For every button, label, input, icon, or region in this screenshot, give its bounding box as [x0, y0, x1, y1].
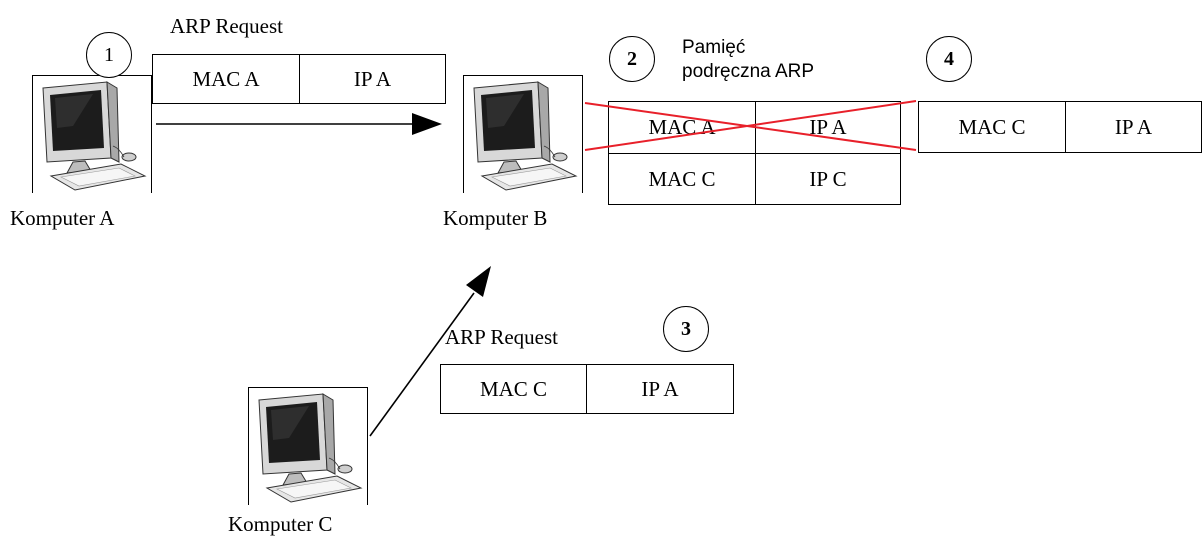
request-1-packet: MAC A IP A: [152, 54, 446, 104]
request-1-mac: MAC A: [192, 66, 260, 91]
step-4-number: 4: [944, 47, 954, 70]
entry-4-mac: MAC C: [958, 114, 1026, 139]
cache-row: MAC C IP C: [609, 153, 900, 204]
request-3-ip: IP A: [586, 365, 733, 413]
step-2-circle: 2: [609, 36, 655, 82]
step-2-number: 2: [627, 47, 637, 70]
entry-4-ip: IP A: [1065, 102, 1201, 152]
entry-4-packet: MAC C IP A: [918, 101, 1202, 153]
cache-row-2-ip: IP C: [755, 154, 900, 204]
step-1-number: 1: [104, 43, 114, 66]
computer-c-label: Komputer C: [228, 512, 333, 536]
step-4-circle: 4: [926, 36, 972, 82]
step-3-circle: 3: [663, 306, 709, 352]
request-1-title: ARP Request: [170, 14, 283, 38]
computer-icon: [42, 81, 147, 191]
cache-title-line2: podręczna ARP: [682, 61, 815, 82]
computer-icon: [473, 81, 578, 191]
cache-title-line1: Pamięć: [682, 37, 746, 58]
computer-a: [32, 75, 152, 193]
computer-a-label: Komputer A: [10, 206, 115, 230]
request-3-title: ARP Request: [445, 325, 558, 349]
computer-b: [463, 75, 583, 193]
cache-row-1-mac: MAC A: [648, 115, 716, 139]
cache-row-2-mac: MAC C: [648, 166, 716, 191]
request-3-packet: MAC C IP A: [440, 364, 734, 414]
arrow-a-to-b: [156, 113, 442, 135]
arp-cache-table: MAC A IP A MAC C IP C: [608, 101, 901, 205]
cache-row-1-ip: IP A: [755, 102, 900, 153]
step-1-circle: 1: [86, 32, 132, 78]
step-3-number: 3: [681, 317, 691, 340]
computer-c: [248, 387, 368, 505]
request-1-ip: IP A: [299, 55, 445, 103]
cache-row: MAC A IP A: [609, 102, 900, 153]
computer-icon: [258, 393, 363, 503]
request-3-mac: MAC C: [479, 376, 548, 401]
computer-b-label: Komputer B: [443, 206, 548, 230]
